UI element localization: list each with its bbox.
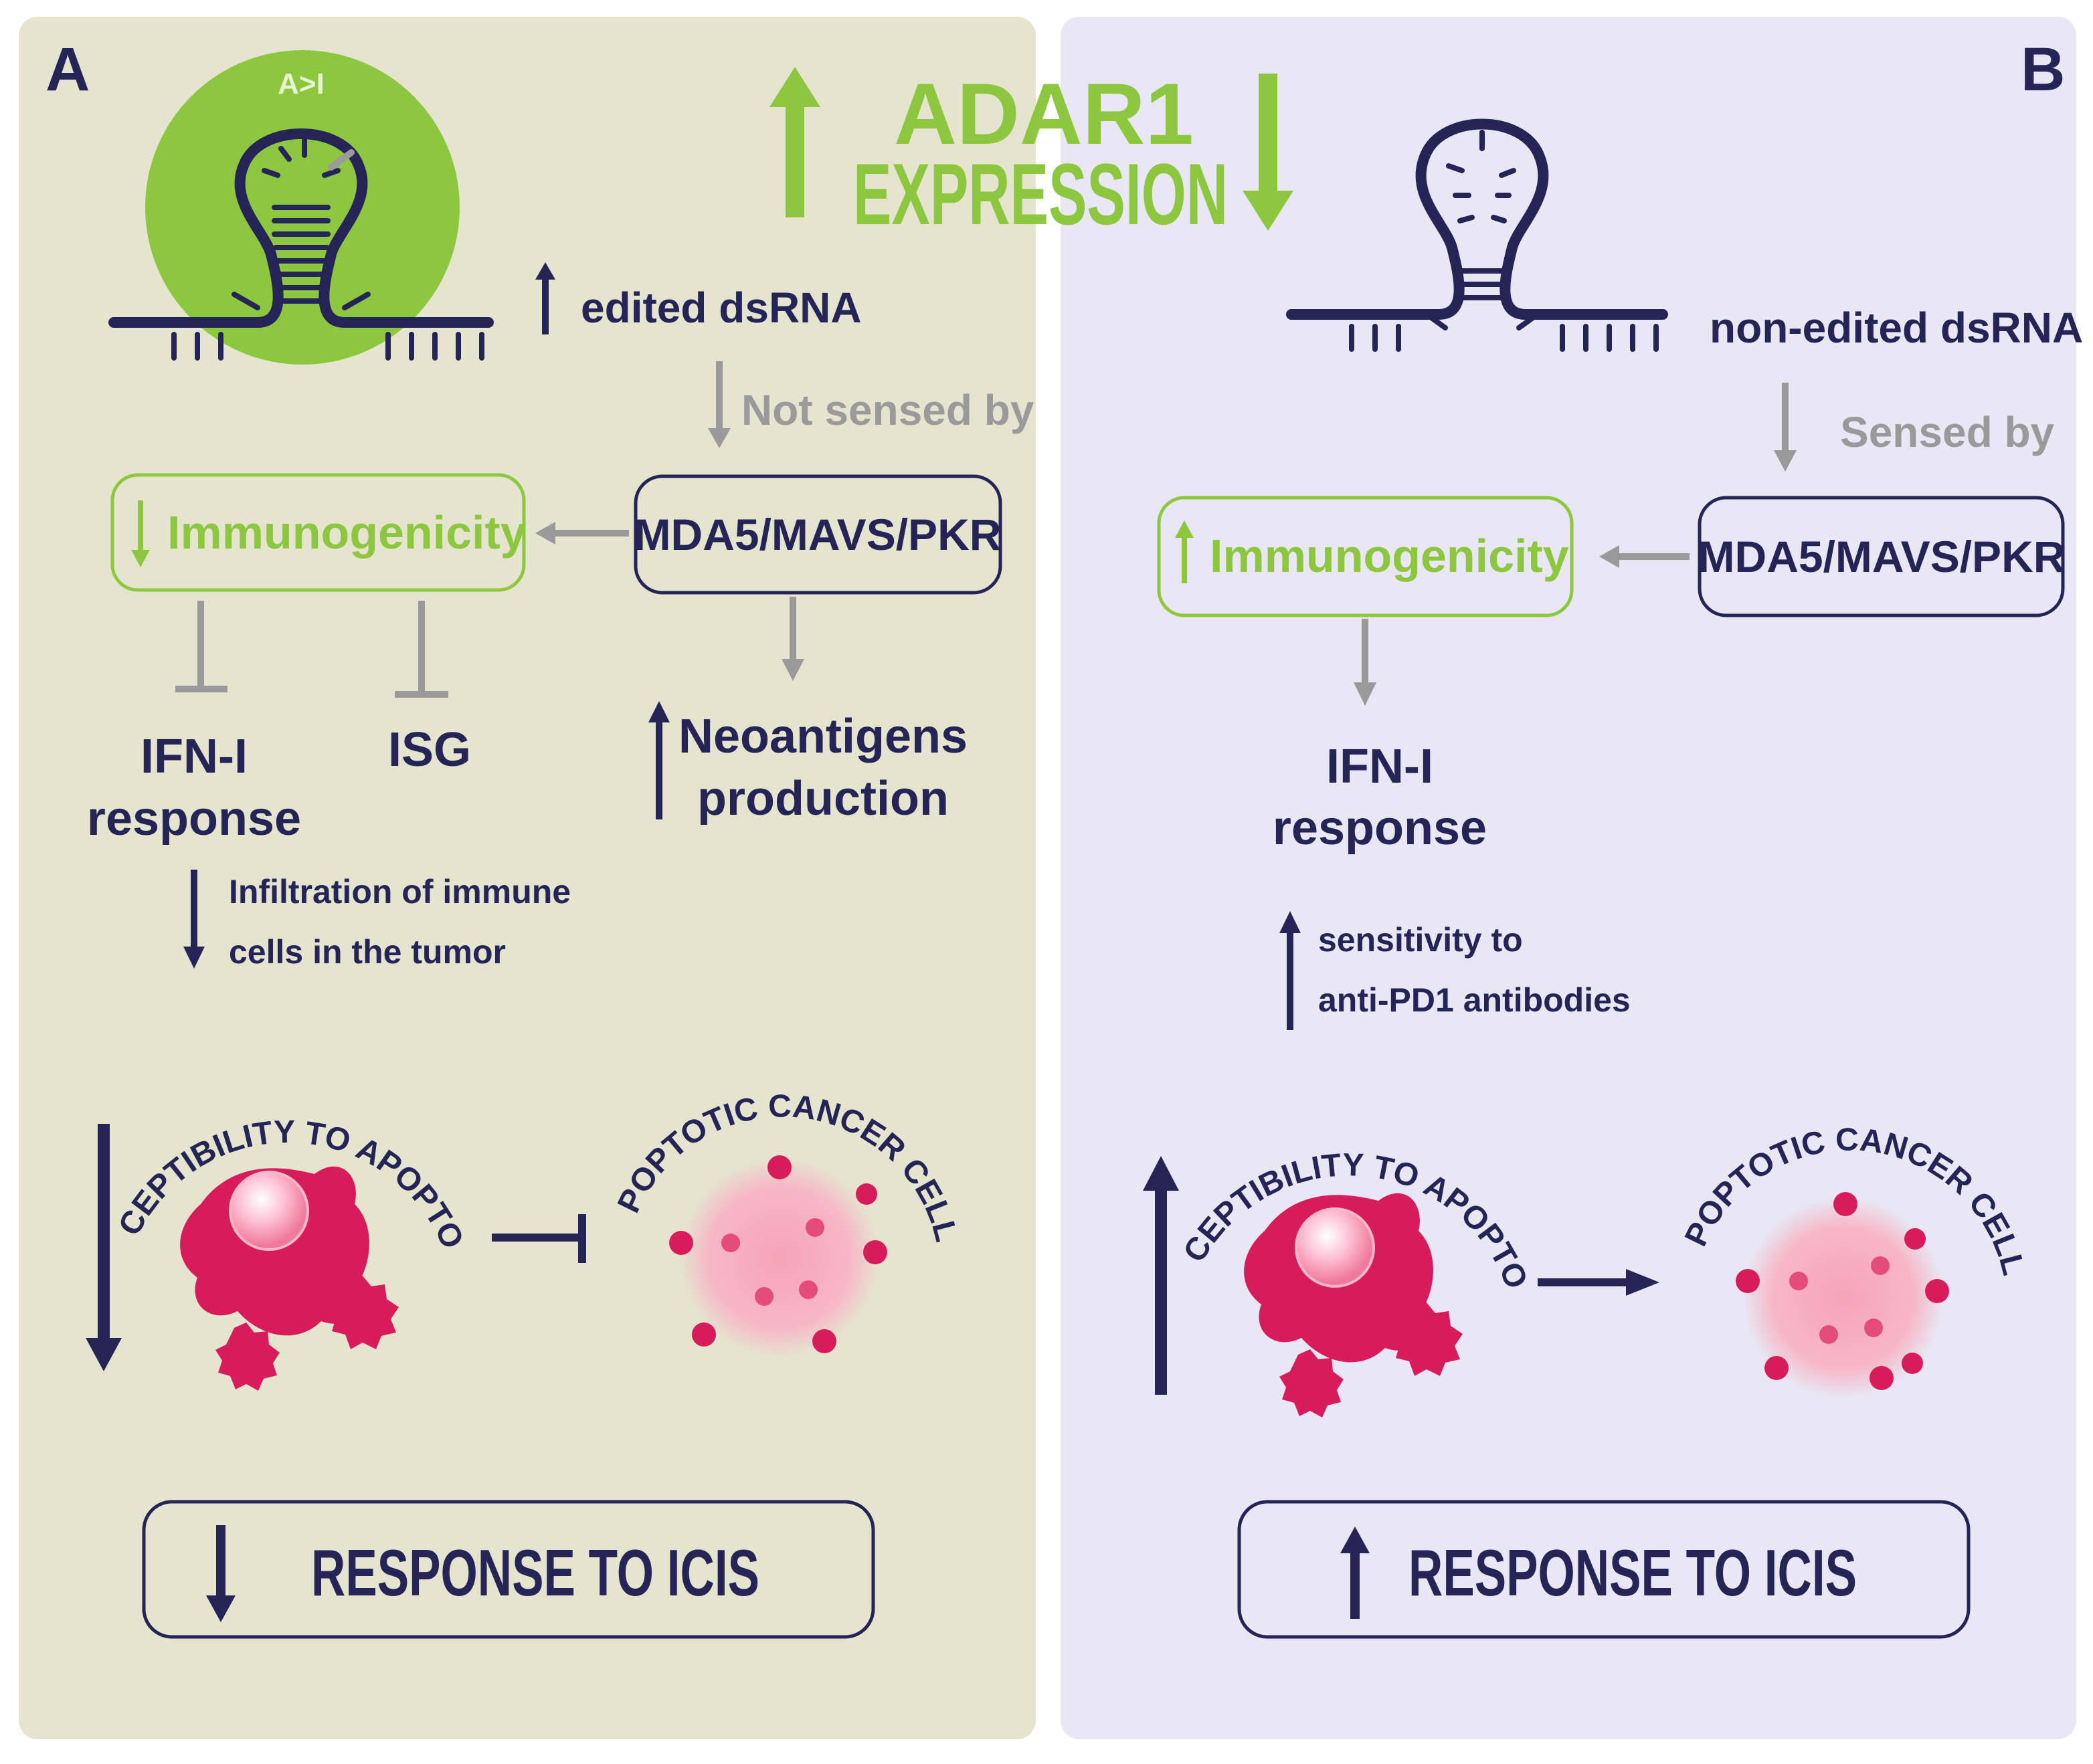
down-arrow-icon bbox=[1774, 383, 1797, 472]
neoantigens-label-line1: Neoantigens bbox=[678, 710, 968, 763]
immunogenicity-label-a: Immunogenicity bbox=[167, 506, 527, 559]
up-arrow-icon bbox=[1143, 1156, 1179, 1395]
adar1-up-arrow bbox=[769, 67, 820, 217]
edited-dsrna-hairpin bbox=[108, 128, 494, 361]
sensitivity-label-line2: anti-PD1 antibodies bbox=[1318, 981, 1631, 1019]
ifn-label-b-line1: IFN-I bbox=[1326, 740, 1433, 793]
dsrna-label-b: non-edited dsRNA bbox=[1710, 304, 2083, 352]
inhibition-icon bbox=[175, 601, 448, 698]
cancer-cell-icon bbox=[180, 1166, 399, 1391]
ifn-label-a-line1: IFN-I bbox=[141, 730, 248, 783]
apoptotic-cell-icon bbox=[669, 1155, 887, 1358]
sensitivity-label-line1: sensitivity to bbox=[1318, 921, 1523, 959]
cancer-cell-icon bbox=[1244, 1193, 1463, 1417]
immunogenicity-label-b: Immunogenicity bbox=[1210, 530, 1569, 582]
editing-label: A>I bbox=[278, 68, 325, 100]
response-box-a bbox=[142, 1500, 875, 1639]
up-arrow-icon bbox=[1175, 520, 1194, 583]
dsrna-label-a: edited dsRNA bbox=[581, 284, 862, 332]
infiltration-label-line1: Infiltration of immune bbox=[229, 873, 571, 910]
left-arrow-icon bbox=[1599, 545, 1690, 568]
down-arrow-icon bbox=[1354, 619, 1376, 706]
sensed-label: Sensed by bbox=[1840, 408, 2055, 456]
adar1-title-line1: ADAR1 bbox=[894, 65, 1194, 163]
ifn-label-b-line2: response bbox=[1273, 801, 1487, 855]
response-box-b bbox=[1237, 1500, 1971, 1639]
infiltration-label-line2: cells in the tumor bbox=[229, 933, 506, 971]
response-label-b: RESPONSE TO ICIS bbox=[1408, 1536, 1857, 1609]
right-arrow-icon bbox=[1538, 1269, 1659, 1296]
sensor-label-a: MDA5/MAVS/PKR bbox=[634, 510, 1002, 559]
panel-a-label: A bbox=[46, 35, 90, 104]
up-arrow-icon bbox=[535, 262, 555, 334]
apoptotic-cell-icon bbox=[1736, 1192, 1949, 1398]
isg-label: ISG bbox=[388, 723, 471, 777]
down-arrow-icon bbox=[183, 870, 205, 969]
neoantigens-label-line2: production bbox=[697, 772, 949, 825]
sensor-label-b: MDA5/MAVS/PKR bbox=[1698, 532, 2066, 581]
up-arrow-icon bbox=[1279, 911, 1301, 1030]
sensor-box-b bbox=[1698, 496, 2065, 617]
non-edited-dsrna-hairpin bbox=[1286, 118, 1668, 352]
down-arrow-icon bbox=[131, 500, 150, 567]
immunogenicity-box-b bbox=[1157, 496, 1574, 617]
down-arrow-icon bbox=[708, 361, 731, 448]
inhibition-icon bbox=[492, 1214, 586, 1263]
down-arrow-icon bbox=[86, 1124, 122, 1371]
adar1-down-arrow bbox=[1243, 74, 1293, 231]
up-arrow-icon bbox=[648, 701, 670, 819]
adar1-title-line2: EXPRESSION bbox=[853, 145, 1228, 243]
left-arrow-icon bbox=[535, 522, 629, 545]
response-label-a: RESPONSE TO ICIS bbox=[311, 1536, 759, 1609]
sensor-box-a bbox=[634, 474, 1002, 595]
panel-b-background bbox=[1061, 17, 2076, 1739]
immunogenicity-box-a bbox=[110, 473, 526, 592]
not-sensed-label: Not sensed by bbox=[741, 386, 1034, 434]
down-arrow-icon bbox=[206, 1525, 236, 1622]
up-arrow-icon bbox=[1340, 1527, 1370, 1619]
panel-b-label: B bbox=[2021, 35, 2065, 104]
down-arrow-icon bbox=[782, 597, 804, 681]
ifn-label-a-line2: response bbox=[87, 792, 301, 846]
